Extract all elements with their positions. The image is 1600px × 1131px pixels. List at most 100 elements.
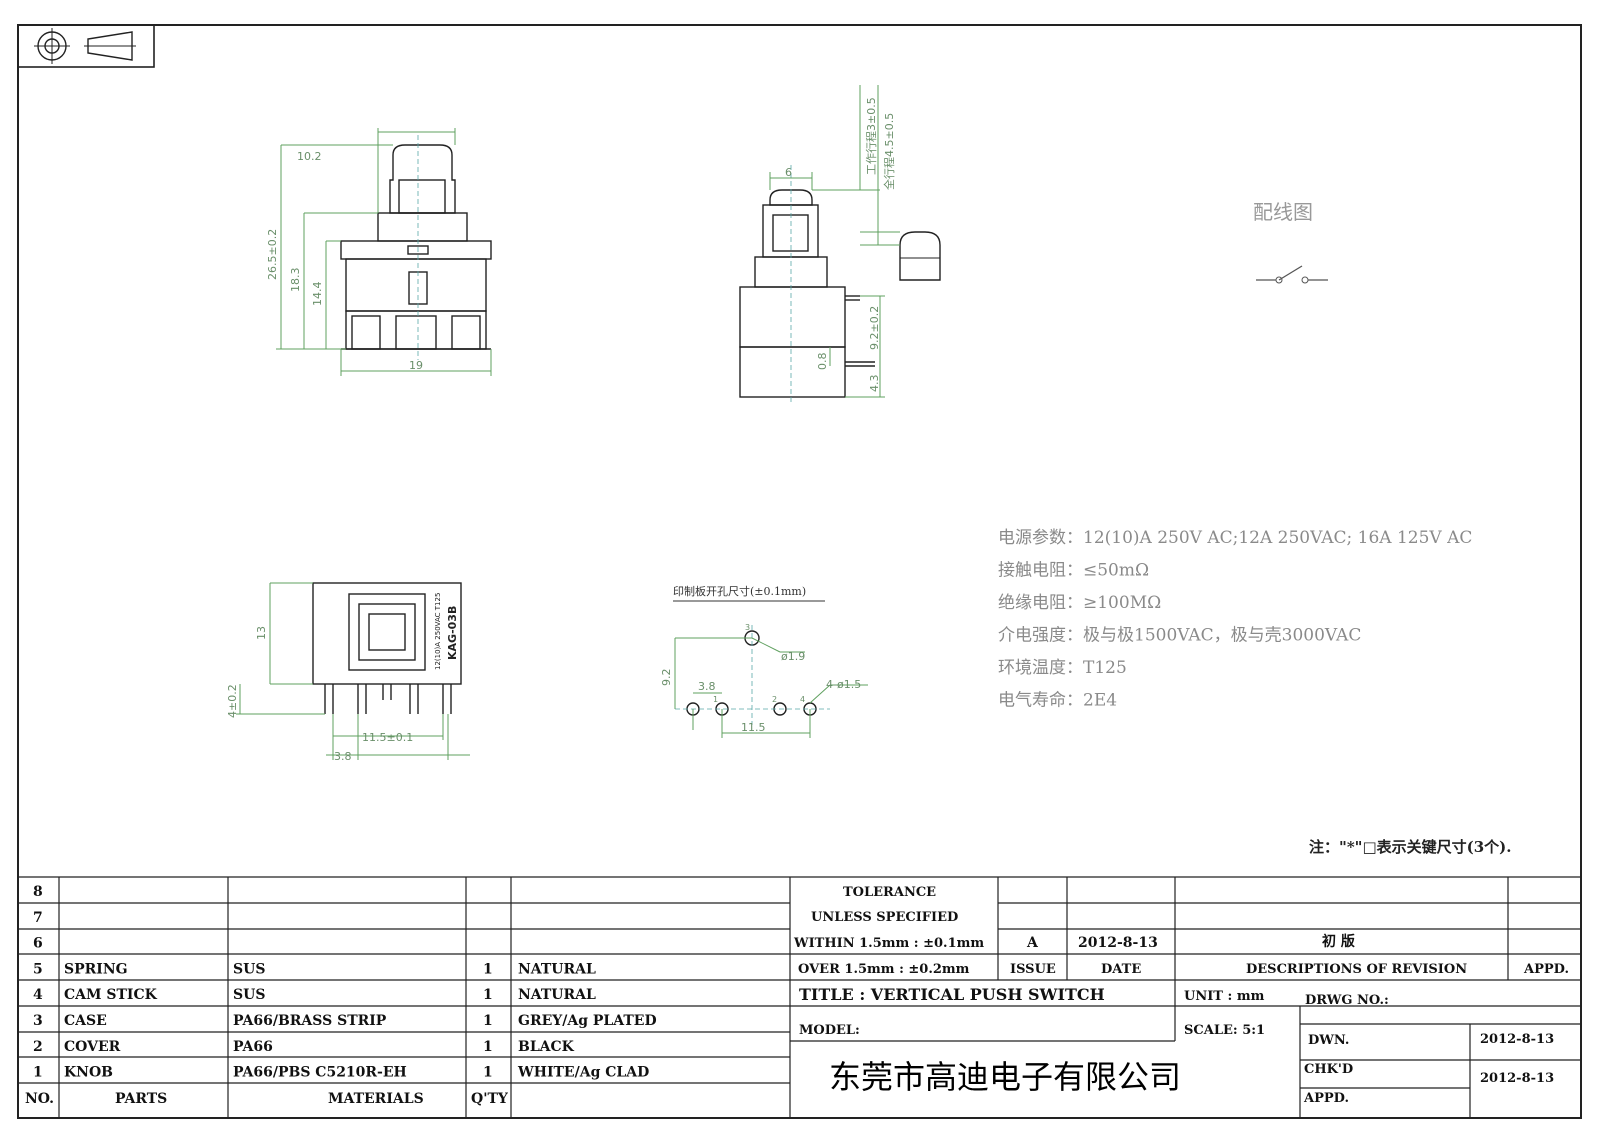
dim-26-5: 26.5±0.2 <box>266 229 279 280</box>
revision-header-appd: APPD. <box>1523 962 1569 977</box>
bom-cell-finish: BLACK <box>518 1039 575 1055</box>
spec-list: 电源参数：12(10)A 250V AC;12A 250VAC; 16A 125… <box>998 528 1472 711</box>
top-view-drawing <box>236 582 470 760</box>
bom-cell-material: SUS <box>233 961 265 977</box>
checked-by-label: CHK'D <box>1304 1062 1353 1077</box>
revision-header-date: DATE <box>1101 962 1141 977</box>
bom-cell-qty: 1 <box>483 1039 493 1055</box>
pcb-dim-phi19: ø1.9 <box>781 650 805 663</box>
spec-line: 环境温度：T125 <box>998 658 1127 678</box>
bom-cell-material: PA66 <box>233 1039 273 1055</box>
dim-18-3: 18.3 <box>289 268 302 293</box>
dim-4-3: 4.3 <box>868 375 881 393</box>
unit-field: UNIT : mm <box>1184 989 1265 1004</box>
tolerance-within: WITHIN 1.5mm : ±0.1mm <box>793 936 984 951</box>
bom-header-no: NO. <box>25 1091 54 1107</box>
dim-6: 6 <box>785 166 792 179</box>
bom-cell-part: KNOB <box>64 1065 113 1081</box>
tolerance-heading: TOLERANCE <box>843 885 936 900</box>
bom-cell-part: CAM STICK <box>64 987 158 1003</box>
wiring-title: 配线图 <box>1253 200 1313 224</box>
dim-19: 19 <box>409 359 423 372</box>
approved-by-label: APPD. <box>1303 1091 1349 1106</box>
bom-cell-finish: WHITE/Ag CLAD <box>517 1065 649 1081</box>
revision-header-issue: ISSUE <box>1010 962 1056 977</box>
scale-field: SCALE: 5:1 <box>1184 1023 1265 1038</box>
bom-cell-material: PA66/BRASS STRIP <box>233 1013 387 1029</box>
tolerance-unless: UNLESS SPECIFIED <box>811 910 958 925</box>
bom-cell-qty: 1 <box>483 1065 493 1081</box>
bom-cell-no: 7 <box>33 910 43 926</box>
bom-cell-no: 4 <box>33 987 43 1003</box>
dim-4: 4±0.2 <box>226 684 239 718</box>
revision-issue: A <box>1026 935 1039 951</box>
bom-cell-finish: GREY/Ag PLATED <box>518 1013 657 1029</box>
dim-9-2: 9.2±0.2 <box>868 306 881 350</box>
bom-header-qty: Q'TY <box>471 1091 509 1107</box>
spec-line: 绝缘电阻：≥100MΩ <box>998 593 1161 613</box>
pcb-title: 印制板开孔尺寸(±0.1mm) <box>673 584 806 598</box>
projection-symbol <box>17 24 155 68</box>
bom-header-materials: MATERIALS <box>328 1091 424 1107</box>
bom-cell-no: 1 <box>33 1065 43 1081</box>
bom-cell-qty: 1 <box>483 961 493 977</box>
tolerance-over: OVER 1.5mm : ±0.2mm <box>798 962 970 977</box>
bom-cell-part: COVER <box>64 1039 121 1055</box>
spec-line: 电源参数：12(10)A 250V AC;12A 250VAC; 16A 125… <box>998 528 1472 548</box>
revision-date: 2012-8-13 <box>1078 935 1158 951</box>
pcb-dim-3-8: 3.8 <box>698 680 716 693</box>
drawn-by-label: DWN. <box>1308 1033 1349 1048</box>
dim-13: 13 <box>255 626 268 640</box>
bom-cell-qty: 1 <box>483 987 493 1003</box>
case-marking-rating: 12(10)A 250VAC T125 <box>434 593 442 670</box>
pcb-pin-3: 3 <box>745 623 750 632</box>
spec-line: 电气寿命：2E4 <box>998 691 1117 711</box>
spec-line: 介电强度：极与极1500VAC，极与壳3000VAC <box>998 626 1361 646</box>
dim-0-8: 0.8 <box>816 353 829 371</box>
pcb-hole-drawing <box>673 600 868 738</box>
bom-cell-part: CASE <box>64 1013 107 1029</box>
bom-cell-finish: NATURAL <box>518 987 596 1003</box>
drawing-title: TITLE : VERTICAL PUSH SWITCH <box>799 985 1105 1004</box>
dim-10-2: 10.2 <box>297 150 322 163</box>
drawing-number-field: DRWG NO.: <box>1305 993 1389 1008</box>
pcb-dim-9-2: 9.2 <box>660 669 673 687</box>
bom-cell-no: 5 <box>33 961 43 977</box>
drawn-date: 2012-8-13 <box>1480 1032 1554 1047</box>
dim-11-5-tol: 11.5±0.1 <box>362 731 413 744</box>
checked-date: 2012-8-13 <box>1480 1071 1554 1086</box>
bom-cell-no: 8 <box>33 884 43 900</box>
pcb-pin-1: 1 <box>713 695 718 704</box>
model-field: MODEL: <box>799 1023 860 1038</box>
pcb-pin-2: 2 <box>772 695 777 704</box>
dim-14-4: 14.4 <box>311 282 324 307</box>
company-name: 东莞市高迪电子有限公司 <box>829 1058 1181 1096</box>
bom-cell-no: 3 <box>33 1013 43 1029</box>
spec-line: 接触电阻：≤50mΩ <box>998 561 1149 581</box>
key-dimension-note: 注："*"□表示关键尺寸(3个). <box>1309 838 1512 856</box>
title-block-grid <box>18 876 1581 1118</box>
pcb-dim-11-5: 11.5 <box>741 721 766 734</box>
pcb-pin-4: 4 <box>800 695 805 704</box>
dim-travel-total: 全行程4.5±0.5 <box>882 113 896 190</box>
pcb-dim-phi15: 4-ø1.5 <box>826 678 861 691</box>
bom-cell-qty: 1 <box>483 1013 493 1029</box>
bom-cell-material: PA66/PBS C5210R-EH <box>233 1065 407 1081</box>
dim-3-8: 3.8 <box>334 750 352 763</box>
case-marking-model: KAG-03B <box>446 606 459 660</box>
dim-travel-working: 工作行程3±0.5 <box>865 97 878 175</box>
bom-cell-no: 6 <box>33 936 43 952</box>
sheet-border <box>17 24 1582 1119</box>
revision-header-desc: DESCRIPTIONS OF REVISION <box>1246 962 1467 977</box>
bom-cell-finish: NATURAL <box>518 961 596 977</box>
wiring-symbol <box>1256 265 1328 284</box>
bom-header-parts: PARTS <box>115 1091 167 1107</box>
side-view-drawing <box>739 85 941 405</box>
bom-cell-part: SPRING <box>64 961 128 977</box>
front-view-drawing <box>276 128 492 376</box>
bom-cell-material: SUS <box>233 987 265 1003</box>
revision-description: 初 版 <box>1322 933 1355 950</box>
bom-cell-no: 2 <box>33 1039 43 1055</box>
